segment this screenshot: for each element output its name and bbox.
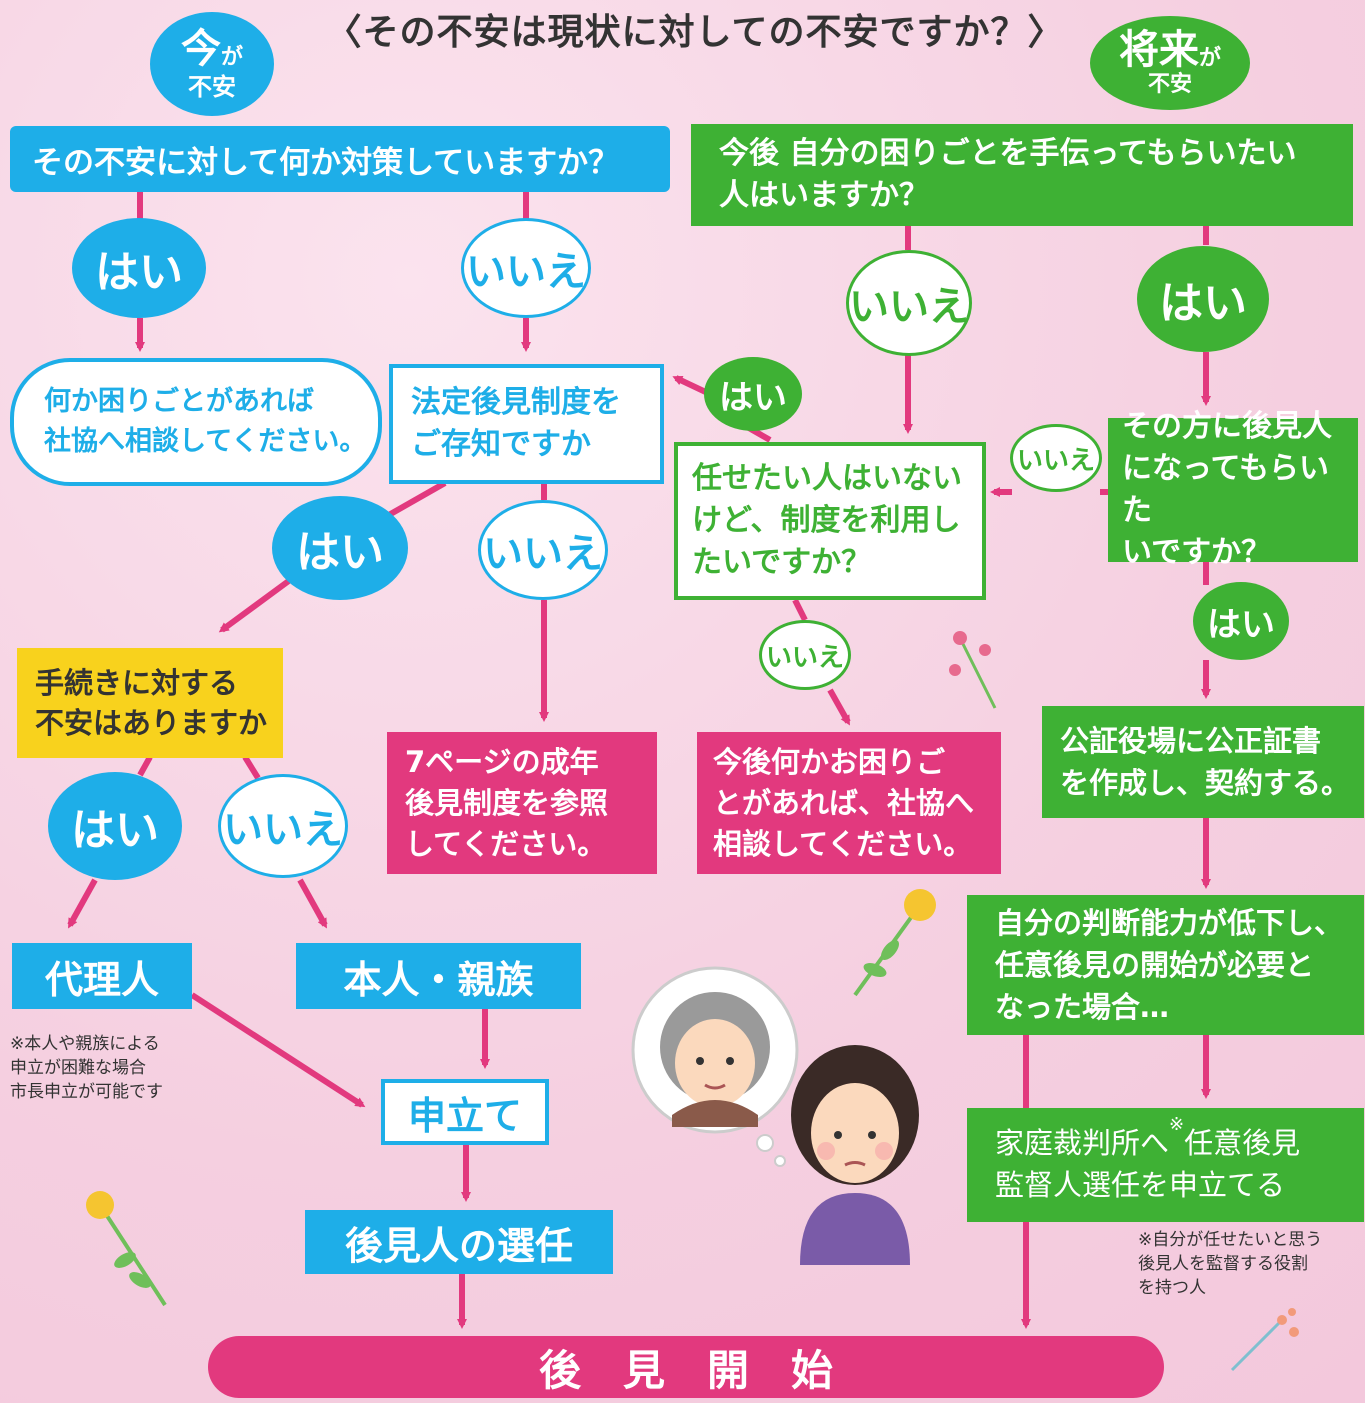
procedure-no-circle: いいえ [218,774,348,878]
future-anxiety-main: 将来 [1118,27,1199,73]
procedure-question-box: 手続きに対する 不安はありますか [17,648,283,758]
judgment-decline-box: 自分の判断能力が低下し、 任意後見の開始が必要と なった場合… [967,895,1364,1035]
know-system-box: 法定後見制度を ご存知ですか [389,364,664,484]
procedure-question-text: 手続きに対する 不安はありますか [35,666,268,740]
right-no-label: いいえ [849,284,969,330]
notary-box: 公証役場に公正証書 を作成し、契約する。 [1042,706,1364,818]
procedure-yes-label: はい [71,805,159,856]
consult-text: 何か困りごとがあれば 社協へ相談してください。 [44,386,367,457]
supervisor-mark: ※ [1169,1114,1185,1135]
flower-decoration-left [86,1191,167,1307]
right-yes-circle: はい [1137,246,1269,352]
no-person-yes-circle: はい [704,357,802,431]
right-yes-label: はい [1159,278,1247,329]
no-person-box: 任せたい人はいない けど、制度を利用し たいですか？ [674,442,986,600]
now-anxiety-main: 今 [180,26,221,72]
judgment-decline-text: 自分の判断能力が低下し、 任意後見の開始が必要と なった場合… [995,906,1344,1024]
self-family-text: 本人・親族 [343,957,534,1002]
procedure-yes-circle: はい [48,772,182,880]
future-anxiety-badge: 将来 が 不安 [1090,16,1250,110]
future-consult-box: 今後何かお困りご とがあれば、社協へ 相談してください。 [697,732,1001,874]
supervisor-note: ※自分が任せたいと思う 後見人を監督する役割 を持つ人 [1138,1230,1323,1298]
flower-decoration-pink [949,631,997,709]
refer-page-text: 7ページの成年 後見制度を参照 してください。 [405,744,609,861]
flower-decoration-center [853,889,936,997]
guardianship-start-text: 後 見 開 始 [538,1345,833,1395]
no-person-yes-label: はい [719,377,787,418]
want-guardian-no-circle: いいえ [1010,424,1102,492]
left-yes-circle: はい [72,218,206,318]
procedure-no-label: いいえ [223,807,343,853]
right-question-text: 今後 自分の困りごとを手伝ってもらいたい 人はいますか？ [719,136,1297,213]
know-system-yes-label: はい [296,527,384,578]
left-question-box: その不安に対して何か対策していますか？ [10,126,670,192]
appointment-box: 後見人の選任 [305,1210,613,1274]
no-person-no-label: いいえ [765,642,844,673]
family-court-box: 家庭裁判所へ ※ 任意後見 監督人選任を申立てる [967,1108,1364,1222]
notary-text: 公証役場に公正証書 を作成し、契約する。 [1060,724,1351,800]
future-anxiety-suffix: が [1198,46,1221,71]
know-system-no-circle: いいえ [478,500,608,600]
know-system-text: 法定後見制度を ご存知ですか [411,385,621,462]
no-person-no-circle: いいえ [759,620,851,690]
supervisor-line2: 監督人選任を申立てる [995,1168,1286,1202]
now-anxiety-sub: 不安 [188,73,236,101]
agent-box: 代理人 [12,943,192,1009]
petition-box: 申立て [381,1079,549,1145]
left-no-circle: いいえ [461,218,591,318]
left-yes-label: はい [95,247,183,298]
want-guardian-box: その方に後見人 になってもらいた いですか？ [1108,409,1358,570]
consult-box: 何か困りごとがあれば 社協へ相談してください。 [10,358,382,486]
want-guardian-yes-label: はい [1207,604,1275,645]
know-system-yes-circle: はい [272,496,408,600]
family-court-text: 家庭裁判所へ [995,1126,1170,1160]
right-question-box: 今後 自分の困りごとを手伝ってもらいたい 人はいますか？ [691,124,1353,226]
future-anxiety-sub: 不安 [1147,72,1192,97]
want-guardian-no-label: いいえ [1016,445,1095,476]
page-title: 〈その不安は現状に対しての不安ですか？〉 [325,12,1065,53]
elderly-woman-illustration [631,966,919,1265]
appointment-text: 後見人の選任 [344,1223,573,1268]
self-family-box: 本人・親族 [296,943,581,1009]
know-system-no-label: いいえ [483,531,603,577]
right-no-circle: いいえ [846,250,972,356]
want-guardian-yes-circle: はい [1193,582,1289,660]
supervisor-line1: 任意後見 [1184,1126,1301,1160]
flower-decoration-bottom-right [1230,1308,1299,1372]
now-anxiety-suffix: が [220,45,243,70]
left-no-label: いいえ [466,249,586,295]
mayor-petition-note: ※本人や親族による 申立が困難な場合 市長申立が可能です [10,1034,163,1102]
agent-text: 代理人 [44,957,159,1002]
future-consult-text: 今後何かお困りご とがあれば、社協へ 相談してください。 [713,744,975,861]
refer-page-box: 7ページの成年 後見制度を参照 してください。 [387,732,657,874]
now-anxiety-badge: 今 が 不安 [150,12,274,116]
petition-text: 申立て [407,1093,522,1138]
want-guardian-text: その方に後見人 になってもらいた いですか？ [1122,409,1332,570]
no-person-text: 任せたい人はいない けど、制度を利用し たいですか？ [692,461,962,580]
guardianship-start-bar: 後 見 開 始 [208,1336,1164,1398]
left-question-text: その不安に対して何か対策していますか？ [32,144,620,181]
